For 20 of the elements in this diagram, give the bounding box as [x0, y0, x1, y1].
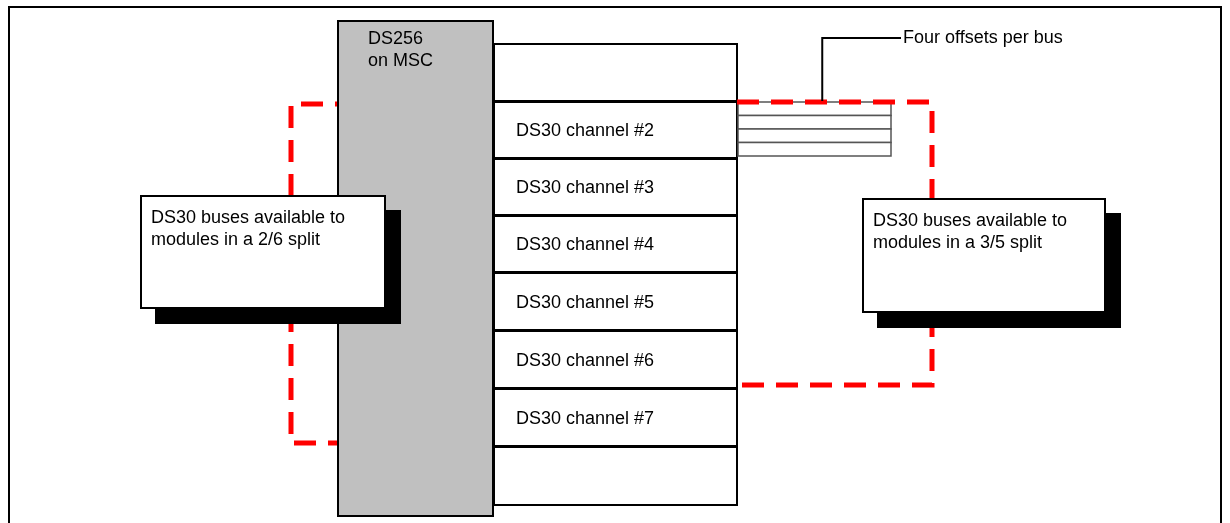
callout-text: DS30 buses available to modules in a 3/5 split — [873, 209, 1069, 253]
leader-line — [821, 37, 902, 102]
empty-box — [493, 446, 738, 506]
empty-box — [493, 43, 738, 102]
channel-label: DS30 channel #6 — [516, 348, 655, 371]
channel-label: DS30 channel #5 — [516, 290, 655, 313]
channel-box — [493, 158, 738, 216]
channel-label: DS30 channel #4 — [516, 233, 655, 255]
channel-label: DS30 channel #2 — [516, 119, 655, 141]
channel-box — [493, 272, 738, 331]
channel-box — [493, 388, 738, 447]
channel-box — [493, 215, 738, 273]
offset-rows — [737, 101, 892, 157]
channel-box — [493, 101, 738, 159]
memory-label: DS256 on MSC — [368, 27, 435, 71]
channel-box — [493, 330, 738, 389]
callout-text: DS30 buses available to modules in a 2/6 split — [151, 206, 347, 250]
channel-label: DS30 channel #7 — [516, 406, 655, 429]
annotation-label: Four offsets per bus — [903, 26, 1064, 48]
channel-label: DS30 channel #3 — [516, 176, 655, 198]
